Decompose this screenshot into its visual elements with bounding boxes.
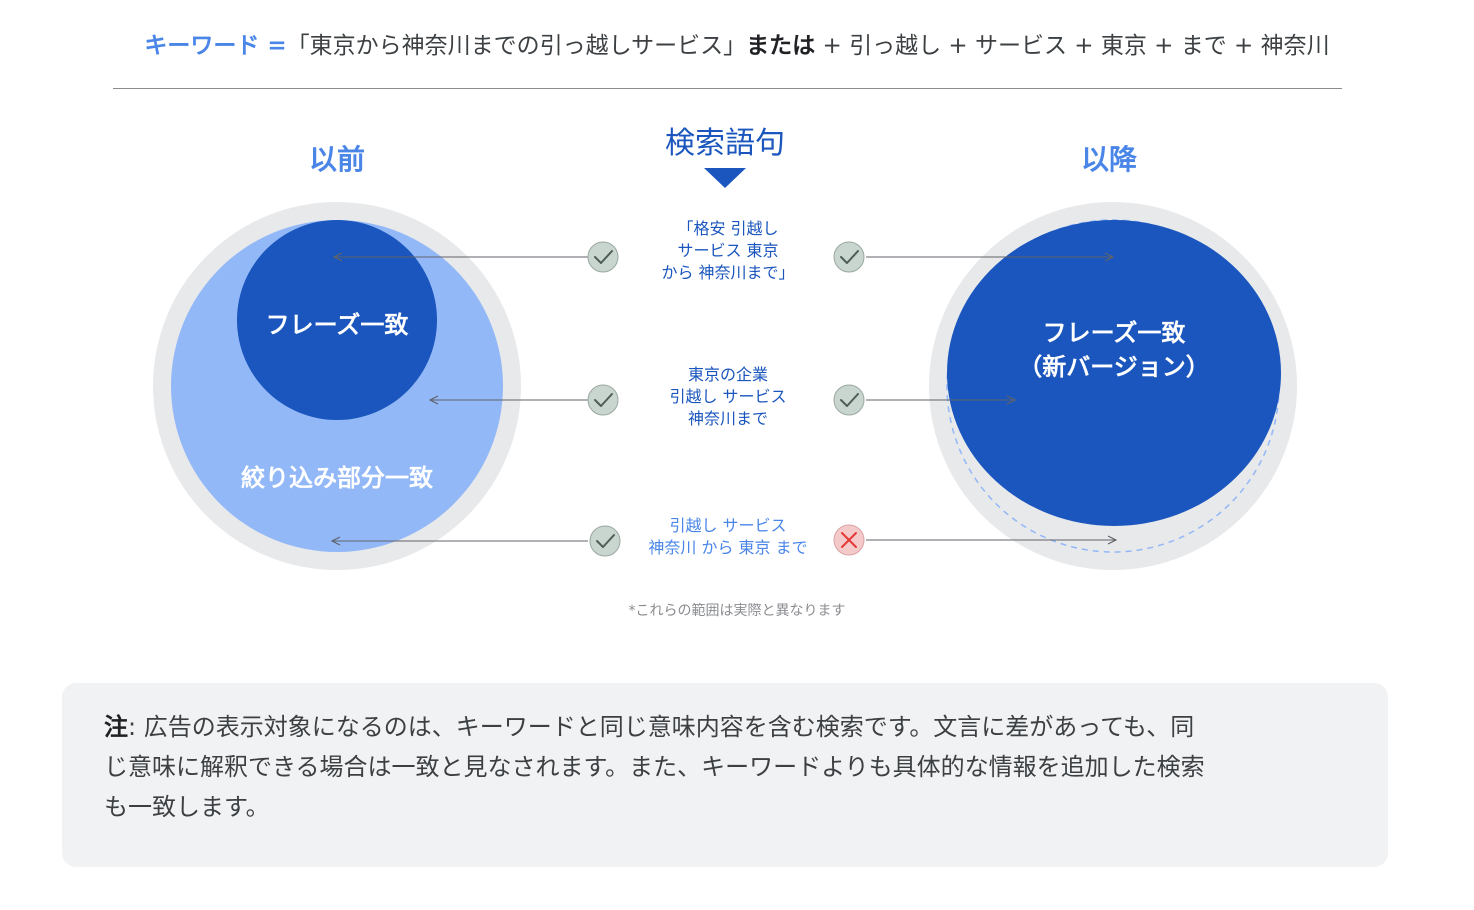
- check-icon: [587, 384, 619, 416]
- note-line-1: 注: 広告の表示対象になるのは、キーワードと同じ意味内容を含む検索です。文言に差…: [104, 707, 1388, 747]
- query-2-line-1: 東京の企業: [687, 365, 768, 384]
- keyword-label: キーワード =: [144, 33, 287, 59]
- after-title: 以降: [1080, 143, 1137, 176]
- query-1: 「格安 引越し サービス 東京 から 神奈川まで」: [608, 218, 848, 284]
- query-1-line-1: 「格安 引越し: [677, 219, 779, 238]
- check-icon: [833, 384, 865, 416]
- note-line-1-text: : 広告の表示対象になるのは、キーワードと同じ意味内容を含む検索です。文言に差が…: [128, 713, 1195, 741]
- check-icon: [589, 525, 621, 557]
- before-phrase-label: フレーズ一致: [265, 311, 409, 339]
- note-line-3: も一致します。: [104, 793, 270, 821]
- query-1-line-2: サービス 東京: [677, 241, 779, 260]
- query-3-line-2: 神奈川 から 東京 まで: [648, 538, 808, 557]
- footnote: *これらの範囲は実際と異なります: [628, 603, 846, 619]
- query-1-line-3: から 神奈川まで」: [661, 263, 795, 282]
- keyword-definition: キーワード =「東京から神奈川までの引っ越しサービス」または + 引っ越し + …: [0, 26, 1474, 60]
- check-icon: [833, 241, 865, 273]
- after-phrase-label: フレーズ一致 （新バージョン）: [964, 316, 1264, 384]
- match-diagram: [153, 168, 1297, 570]
- broad-terms: + 引っ越し + サービス + 東京 + まで + 神奈川: [815, 33, 1330, 59]
- note-label: 注: [104, 713, 128, 741]
- header-divider: [113, 88, 1342, 89]
- before-title: 以前: [308, 143, 365, 176]
- note-text: 注: 広告の表示対象になるのは、キーワードと同じ意味内容を含む検索です。文言に差…: [104, 707, 1388, 827]
- before-broad-label: 絞り込み部分一致: [241, 464, 433, 492]
- cross-icon: [833, 524, 865, 556]
- query-2: 東京の企業 引越し サービス 神奈川まで: [608, 364, 848, 430]
- query-2-line-3: 神奈川まで: [687, 409, 768, 428]
- note-line-2: じ意味に解釈できる場合は一致と見なされます。また、キーワードよりも具体的な情報を…: [104, 753, 1205, 781]
- after-phrase-circle: [947, 220, 1281, 526]
- triangle-down-icon: [704, 168, 746, 188]
- or-label: または: [746, 33, 816, 59]
- query-2-line-2: 引越し サービス: [669, 387, 787, 406]
- after-label-line-2: （新バージョン）: [1018, 353, 1210, 381]
- keyword-phrase: 「東京から神奈川までの引っ越しサービス」: [286, 33, 747, 59]
- search-terms-title: 検索語句: [665, 126, 785, 161]
- query-3-line-1: 引越し サービス: [669, 516, 787, 535]
- check-icon: [587, 241, 619, 273]
- before-phrase-circle: [237, 220, 437, 420]
- note-box: 注: 広告の表示対象になるのは、キーワードと同じ意味内容を含む検索です。文言に差…: [62, 683, 1388, 867]
- query-3: 引越し サービス 神奈川 から 東京 まで: [608, 515, 848, 559]
- after-label-line-1: フレーズ一致: [1042, 319, 1186, 347]
